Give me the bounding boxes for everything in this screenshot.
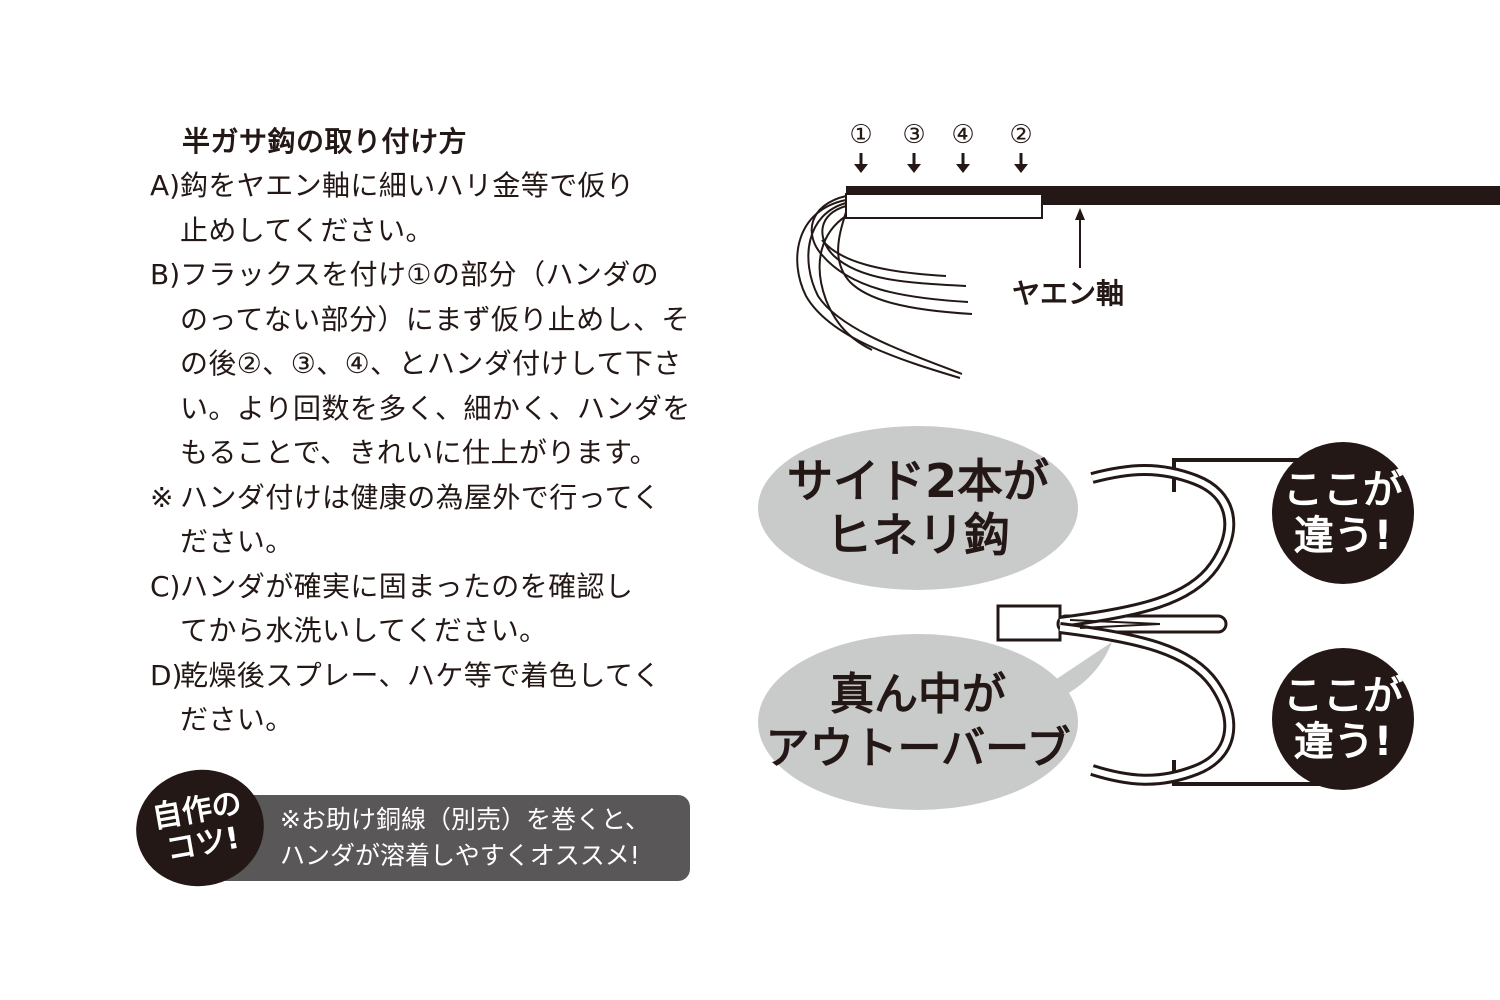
bracket-lines <box>1172 458 1320 786</box>
difference-line: 違う! <box>1293 719 1393 765</box>
difference-line: 違う! <box>1293 513 1393 559</box>
step-line: ハンダが確実に固まったのを確認し <box>180 569 634 603</box>
step-line: フラックスを付け①の部分（ハンダの <box>180 258 660 291</box>
step-label: D) <box>150 658 183 692</box>
step-c: C) ハンダが確実に固まったのを確認し てから水洗いしてください。 <box>150 565 710 654</box>
step-a: A) 鈎をヤエン軸に細いハリ金等で仮り 止めしてください。 <box>150 164 710 253</box>
difference-badge-top: ここが 違う! <box>1272 442 1414 584</box>
arrow-down-icon <box>1014 164 1028 173</box>
solder-point-3: ③ <box>902 120 926 150</box>
step-label: A) <box>150 169 181 202</box>
arrow-down-icon <box>854 164 868 173</box>
instruction-steps: A) 鈎をヤエン軸に細いハリ金等で仮り 止めしてください。 B) フラックスを付… <box>150 164 710 743</box>
instructions-title: 半ガサ鈎の取り付け方 <box>182 125 468 158</box>
twisted-hook-top-icon <box>1059 464 1236 628</box>
difference-line: ここが <box>1283 673 1403 719</box>
tip-text-line: ※お助け銅線（別売）を巻くと、 <box>280 805 650 834</box>
difference-line: ここが <box>1283 467 1403 513</box>
step-d: D) 乾燥後スプレー、ハケ等で着色してく ださい。 <box>150 654 710 743</box>
tip-box <box>190 795 690 881</box>
step-label: C) <box>150 569 181 603</box>
side-bubble-text: サイド2本が ヒネリ鈎 <box>778 454 1058 562</box>
step-line: ハンダ付けは健康の為屋外で行ってく <box>180 480 661 514</box>
tip-text: ※お助け銅線（別売）を巻くと、 ハンダが溶着しやすくオススメ! <box>280 802 680 874</box>
solder-point-arrows <box>854 153 1028 173</box>
step-b: B) フラックスを付け①の部分（ハンダの のってない部分）にまず仮り止めし、そ … <box>150 253 710 476</box>
bubble-line: 真ん中が <box>830 669 1006 720</box>
arrow-down-icon <box>907 164 921 173</box>
step-line: 鈎をヤエン軸に細いハリ金等で仮り <box>180 169 635 202</box>
step-line: ださい。 <box>180 703 294 736</box>
center-bubble-text: 真ん中が アウトーバーブ <box>762 668 1074 776</box>
hook-wires-icon <box>796 195 973 379</box>
twisted-hook-bottom-icon <box>1059 622 1236 786</box>
step-line: ださい。 <box>180 525 294 558</box>
bubble-line: サイド2本が <box>786 454 1049 508</box>
hook-comparison-graphic <box>758 426 1320 810</box>
solder-point-1: ① <box>849 120 873 150</box>
outer-barb-icon <box>1069 619 1161 629</box>
step-line: 乾燥後スプレー、ハケ等で着色してく <box>180 658 661 692</box>
arrow-down-icon <box>956 164 970 173</box>
step-line: もることで、きれいに仕上がります。 <box>180 436 659 469</box>
solder-point-4: ④ <box>951 120 975 150</box>
bubble-line: ヒネリ鈎 <box>826 508 1010 562</box>
step-note: ※ ハンダ付けは健康の為屋外で行ってく ださい。 <box>150 476 710 565</box>
step-line: の後②、③、④、とハンダ付けして下さ <box>180 347 682 380</box>
step-line: い。より回数を多く、細かく、ハンダを <box>180 391 691 425</box>
arrow-up-icon <box>1075 208 1085 220</box>
shaft-diagram <box>796 153 1500 379</box>
step-line: てから水洗いしてください。 <box>180 614 548 647</box>
center-bubble-shape <box>758 634 1078 810</box>
hook-tie-sleeve <box>845 193 1043 219</box>
bubble-line: アウトーバーブ <box>765 723 1071 774</box>
step-label: ※ <box>150 480 174 514</box>
tip-text-line: ハンダが溶着しやすくオススメ! <box>280 841 640 870</box>
step-label: B) <box>150 258 181 291</box>
shaft-label: ヤエン軸 <box>1012 277 1125 310</box>
step-line: 止めしてください。 <box>180 213 434 247</box>
difference-badge-bottom: ここが 違う! <box>1272 648 1414 790</box>
side-bubble-shape <box>758 426 1078 590</box>
step-line: のってない部分）にまず仮り止めし、そ <box>180 302 690 336</box>
eye-sleeve <box>996 604 1062 642</box>
solder-point-2: ② <box>1009 120 1033 150</box>
